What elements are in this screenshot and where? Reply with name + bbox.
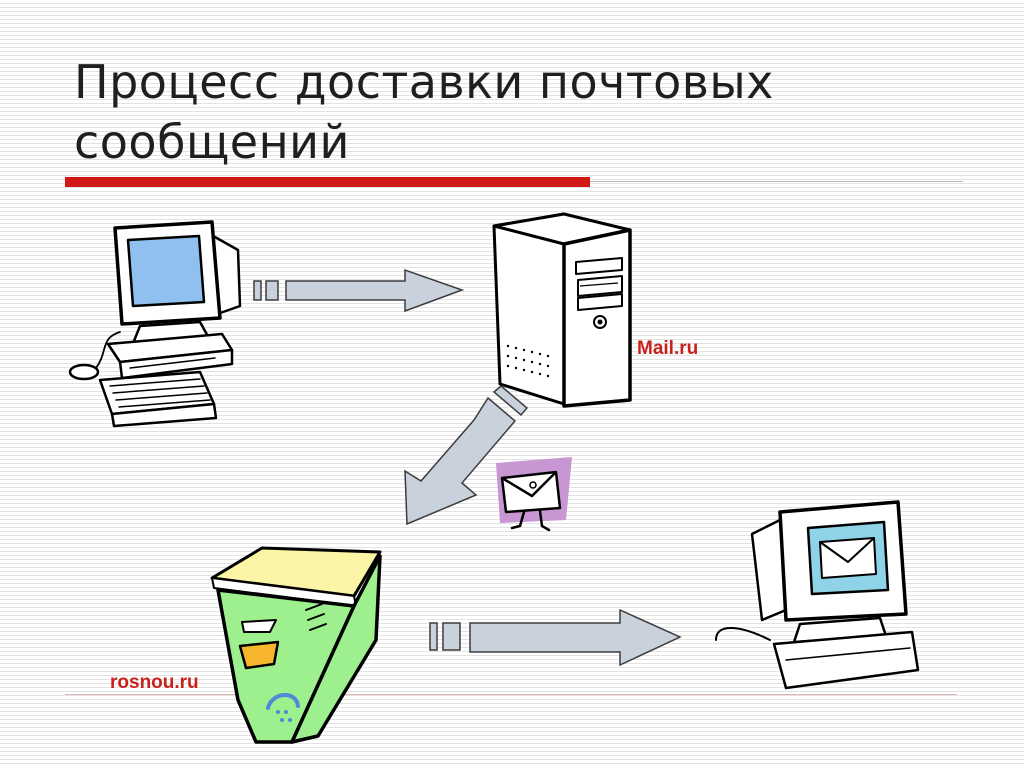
recipient-server-icon	[210, 546, 382, 744]
bottom-divider	[65, 694, 957, 695]
arrow-to-recipient-server	[404, 385, 529, 526]
recipient-computer-icon	[715, 500, 920, 690]
title-divider-red	[65, 177, 590, 187]
sender-computer-icon	[68, 220, 242, 428]
arrow-to-mail-server	[253, 268, 465, 313]
page-title: Процесс доставки почтовых сообщений	[74, 55, 774, 169]
rosnou-label: rosnou.ru	[110, 672, 199, 693]
mail-ru-label: Mail.ru	[637, 338, 699, 359]
mail-server-icon	[492, 212, 632, 408]
arrow-to-recipient-computer	[429, 608, 682, 667]
envelope-icon	[496, 457, 572, 532]
